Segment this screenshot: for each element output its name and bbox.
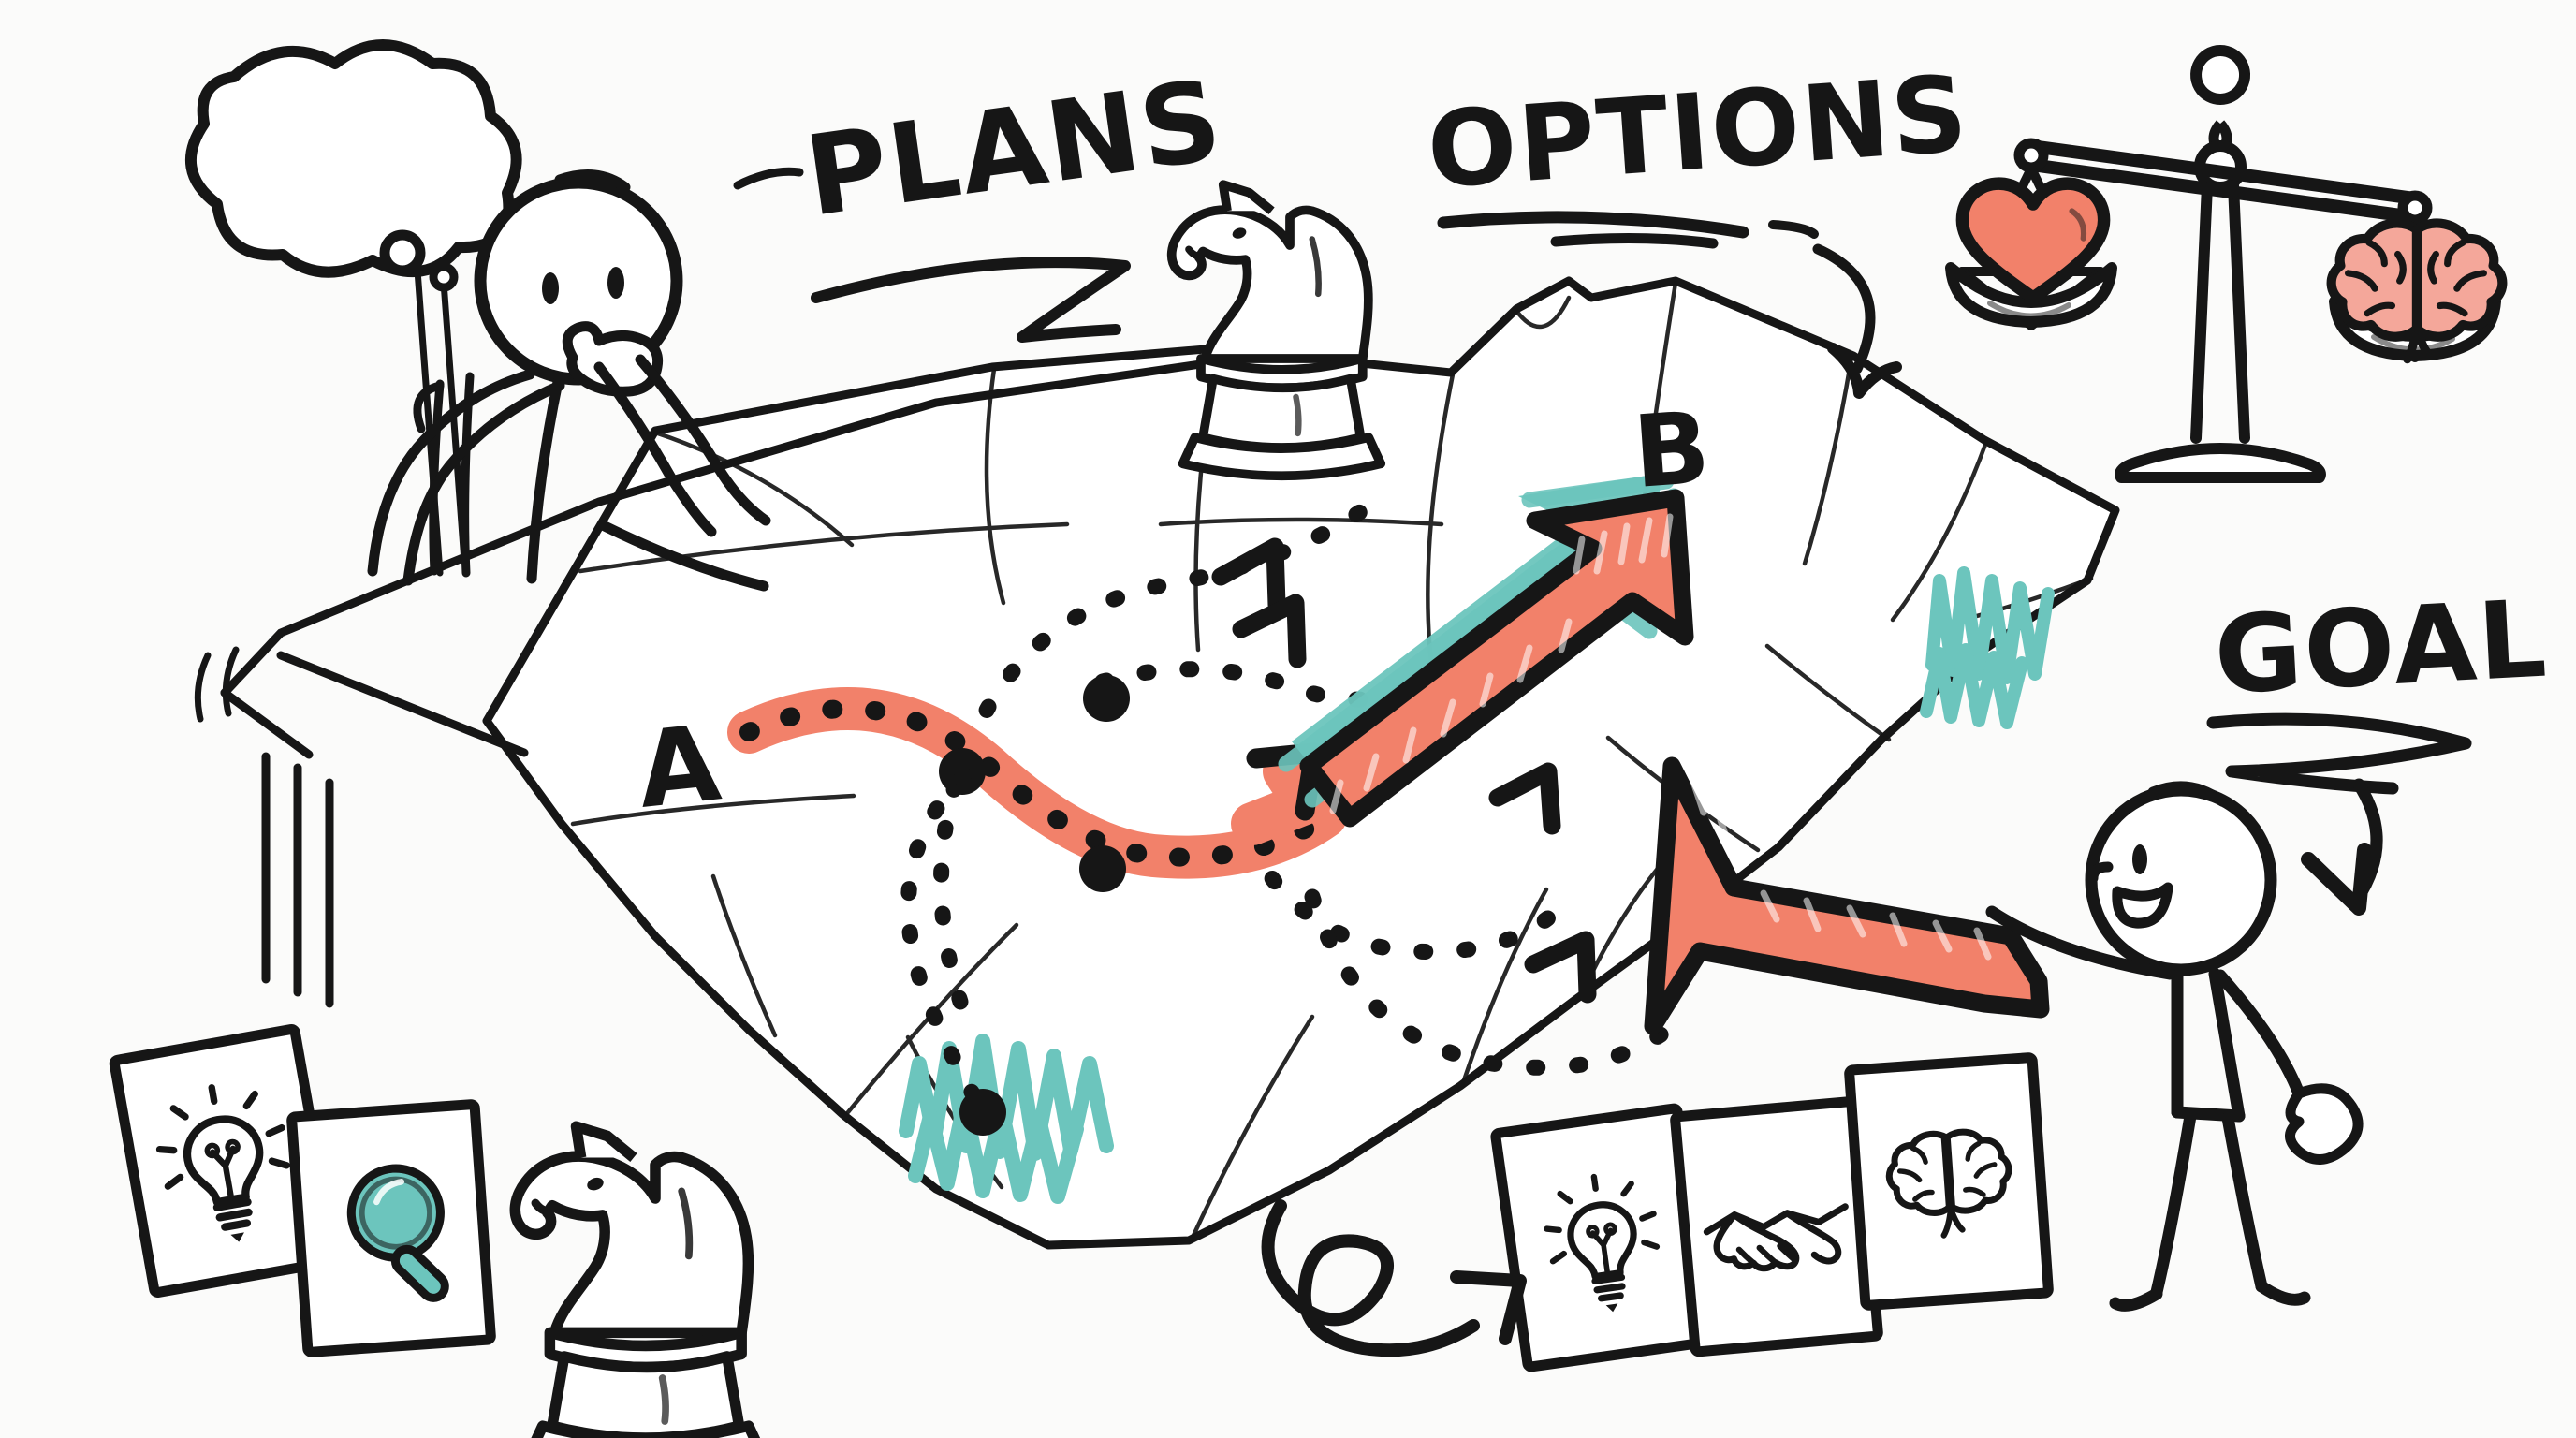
big-growth-arrow bbox=[1278, 473, 1694, 828]
arrowhead-lower bbox=[1524, 931, 1597, 1004]
waypoint-2 bbox=[1079, 845, 1126, 892]
scale-beam-top bbox=[2025, 139, 2422, 205]
pan-left bbox=[1945, 262, 2117, 328]
label-point-a: A bbox=[632, 702, 727, 832]
route-lower bbox=[1304, 888, 1697, 1076]
route-to-scribble bbox=[900, 767, 991, 1119]
balance-scale bbox=[1945, 45, 2503, 483]
options-arrowhead bbox=[1827, 343, 1902, 399]
scale-beam-bottom bbox=[2025, 158, 2422, 224]
plans-pointer-dash bbox=[733, 167, 804, 190]
eye bbox=[2132, 844, 2147, 874]
plans-underline-zigzag bbox=[811, 257, 1131, 343]
card-handshake bbox=[1675, 1101, 1878, 1352]
options-underline-1 bbox=[1437, 211, 1749, 239]
arrowhead-right bbox=[1232, 594, 1307, 668]
thinking-person bbox=[367, 169, 771, 592]
nose bbox=[2087, 861, 2114, 884]
label-point-b: B bbox=[1630, 389, 1715, 509]
goal-text: GOAL bbox=[2211, 576, 2551, 717]
hand bbox=[562, 321, 664, 397]
options-underline-2 bbox=[1550, 232, 1719, 249]
eye-right bbox=[607, 267, 624, 299]
label-goal: GOAL bbox=[2206, 576, 2551, 916]
goal-arrowhead bbox=[2301, 843, 2372, 916]
eye-left bbox=[542, 272, 559, 304]
waypoint-3 bbox=[1083, 675, 1130, 722]
card-magnifier bbox=[291, 1104, 490, 1352]
scale-base bbox=[2115, 443, 2326, 483]
pointing-arrow-shape bbox=[1644, 756, 2050, 1035]
thought-bubble bbox=[185, 39, 522, 292]
bottom-loop-arrow bbox=[1261, 1199, 1527, 1357]
teal-scribble-right bbox=[1920, 566, 2055, 729]
route-dashes bbox=[739, 699, 1335, 867]
route-arrowheads bbox=[1211, 537, 1597, 1004]
scale-right-pan bbox=[2332, 216, 2503, 360]
mouth-smile bbox=[2112, 882, 2174, 929]
card-brain bbox=[1849, 1057, 2048, 1305]
head bbox=[2085, 784, 2277, 976]
teal-scribble-center bbox=[899, 1034, 1114, 1204]
scale-post bbox=[2190, 180, 2250, 444]
options-curve-arrow bbox=[1812, 243, 1876, 374]
chosen-route bbox=[727, 675, 1347, 1136]
arrowhead-down bbox=[1488, 762, 1561, 835]
arrowhead-up-right bbox=[1211, 537, 1286, 614]
motion-lines-desk bbox=[194, 646, 240, 723]
scale-left-pan bbox=[1945, 164, 2117, 330]
hand bbox=[2285, 1083, 2364, 1165]
scale-knob bbox=[2190, 45, 2251, 105]
pointing-person bbox=[1985, 781, 2364, 1312]
pointing-arrow bbox=[1644, 756, 2050, 1035]
goal-underline-zigzag bbox=[2206, 712, 2472, 795]
